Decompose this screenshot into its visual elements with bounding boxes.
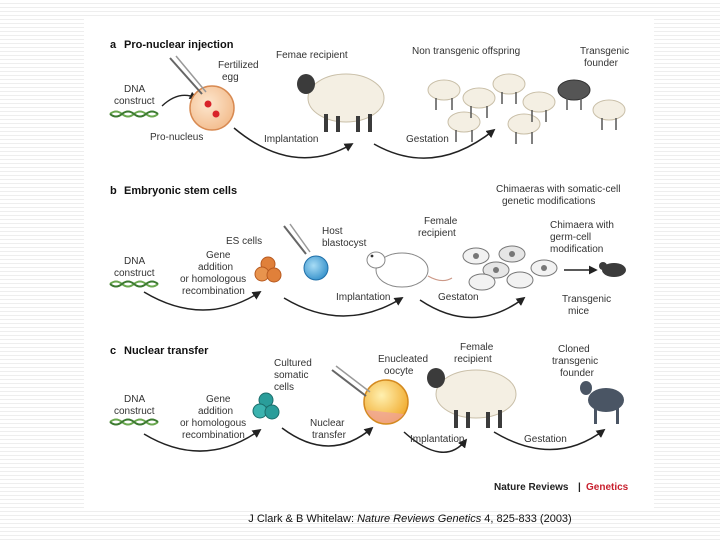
citation-authors: J Clark & B Whitelaw:	[248, 513, 358, 525]
c-gest-label: Gestation	[524, 434, 567, 445]
blastocyst-icon	[303, 255, 329, 281]
c-dna-helix-icon	[109, 418, 159, 426]
c-clone-label-3: founder	[560, 368, 595, 379]
b-gene-label-3: or homologous	[180, 274, 246, 285]
c-cult-label-1: Cultured	[274, 358, 312, 369]
c-enuc-label-2: oocyte	[384, 366, 414, 377]
lamb-flock-icon	[427, 73, 626, 144]
b-trans-label-1: Transgenic	[562, 294, 611, 305]
c-gene-label-3: or homologous	[180, 418, 246, 429]
b-host-label-1: Host	[322, 226, 343, 237]
fertilized-egg-icon	[189, 85, 235, 131]
publisher-separator: |	[578, 482, 581, 493]
b-dna-label-1: DNA	[124, 256, 145, 267]
b-gest-label: Gestaton	[438, 292, 479, 303]
c-clone-label-2: transgenic	[552, 356, 598, 367]
b-implant-label: Implantation	[336, 292, 390, 303]
c-sheep-recipient-icon	[427, 368, 517, 428]
c-enuc-label-1: Enucleated	[378, 354, 428, 365]
c-cult-label-2: somatic	[274, 370, 308, 381]
b-chim2-label-1: Chimaera with	[550, 220, 614, 231]
citation: J Clark & B Whitelaw: Nature Reviews Gen…	[0, 513, 720, 525]
c-gene-label-4: recombination	[182, 430, 245, 441]
a-founder-label-2: founder	[584, 58, 619, 69]
panel-b-title: Embryonic stem cells	[124, 185, 237, 197]
publisher-journal: Genetics	[586, 482, 629, 493]
c-gest-arrow	[493, 428, 606, 451]
a-fert-label-1: Fertilized	[218, 60, 259, 71]
c-clone-label-1: Cloned	[558, 344, 590, 355]
a-pronucleus-label: Pro-nucleus	[150, 132, 203, 143]
germline-chimaera-icon	[530, 259, 558, 277]
publisher-logo: Nature Reviews | Genetics	[494, 482, 629, 493]
b-trans-label-2: mice	[568, 306, 590, 317]
citation-journal: Nature Reviews Genetics	[357, 513, 482, 525]
b-dna-helix-icon	[109, 280, 159, 288]
a-female-label: Femae recipient	[276, 50, 348, 61]
panel-a: a Pro-nuclear injection DNA construct Fe…	[109, 39, 629, 159]
b-implant-arrow	[283, 297, 404, 317]
chimaera-mice-icon	[462, 245, 534, 291]
panel-c-letter: c	[110, 345, 116, 357]
c-female-label-2: recipient	[454, 354, 492, 365]
mouse-recipient-icon	[366, 251, 453, 288]
c-implant-arrow	[403, 431, 468, 453]
b-dna-label-2: construct	[114, 268, 155, 279]
a-implant-arrow	[233, 127, 354, 159]
a-dna-label-2: construct	[114, 96, 155, 107]
es-cells-icon	[254, 256, 282, 283]
b-chim2-label-2: germ-cell	[550, 232, 591, 243]
c-nuc-label-1: Nuclear	[310, 418, 345, 429]
a-founder-label-1: Transgenic	[580, 46, 629, 57]
a-fert-label-2: egg	[222, 72, 239, 83]
figure-svg: a Pro-nuclear injection DNA construct Fe…	[109, 39, 629, 493]
b-gene-label-2: addition	[198, 262, 233, 273]
b-gest-arrow	[419, 296, 526, 319]
sheep-recipient-icon	[297, 73, 385, 132]
a-nontrans-label: Non transgenic offspring	[412, 46, 520, 57]
c-gene-label-2: addition	[198, 406, 233, 417]
a-pipette-icon	[169, 55, 207, 95]
panel-a-title: Pro-nuclear injection	[124, 39, 234, 51]
a-dna-helix-icon	[109, 110, 159, 118]
c-gene-arrow	[143, 428, 262, 452]
b-chim1-label-2: genetic modifications	[502, 196, 595, 207]
c-pipette-icon	[331, 365, 371, 397]
transgenic-mouse-icon	[599, 262, 626, 277]
a-implant-label: Implantation	[264, 134, 318, 145]
c-nuc-arrow	[281, 426, 374, 447]
b-chim2-label-3: modification	[550, 244, 603, 255]
oocyte-icon	[363, 379, 409, 425]
a-dna-label-1: DNA	[124, 84, 145, 95]
c-cult-label-3: cells	[274, 382, 294, 393]
panel-b-letter: b	[110, 185, 117, 197]
c-female-label-1: Female	[460, 342, 494, 353]
figure: a Pro-nuclear injection DNA construct Fe…	[84, 18, 654, 510]
somatic-cells-icon	[252, 392, 280, 420]
c-nuc-label-2: transfer	[312, 430, 347, 441]
c-dna-label-1: DNA	[124, 394, 145, 405]
citation-details: 4, 825-833 (2003)	[481, 513, 572, 525]
a-gest-label: Gestation	[406, 134, 449, 145]
panel-c-title: Nuclear transfer	[124, 345, 209, 357]
c-dna-label-2: construct	[114, 406, 155, 417]
b-gene-arrow	[143, 291, 262, 311]
panel-b: b Embryonic stem cells DNA construct Gen…	[109, 184, 626, 319]
b-chim1-label-1: Chimaeras with somatic-cell	[496, 184, 620, 195]
b-host-label-2: blastocyst	[322, 238, 367, 249]
publisher-name: Nature Reviews	[494, 482, 569, 493]
b-gene-label-4: recombination	[182, 286, 245, 297]
c-implant-label: Implantation	[410, 434, 464, 445]
panel-a-letter: a	[110, 39, 117, 51]
b-pipette-icon	[283, 223, 311, 255]
b-gene-label-1: Gene	[206, 250, 231, 261]
c-gene-label-1: Gene	[206, 394, 231, 405]
panel-c: c Nuclear transfer DNA construct Gene ad…	[109, 342, 624, 453]
b-female-label-2: recipient	[418, 228, 456, 239]
a-gest-arrow	[373, 128, 496, 159]
cloned-lamb-icon	[580, 381, 624, 424]
b-es-label: ES cells	[226, 236, 262, 247]
b-female-label-1: Female	[424, 216, 458, 227]
